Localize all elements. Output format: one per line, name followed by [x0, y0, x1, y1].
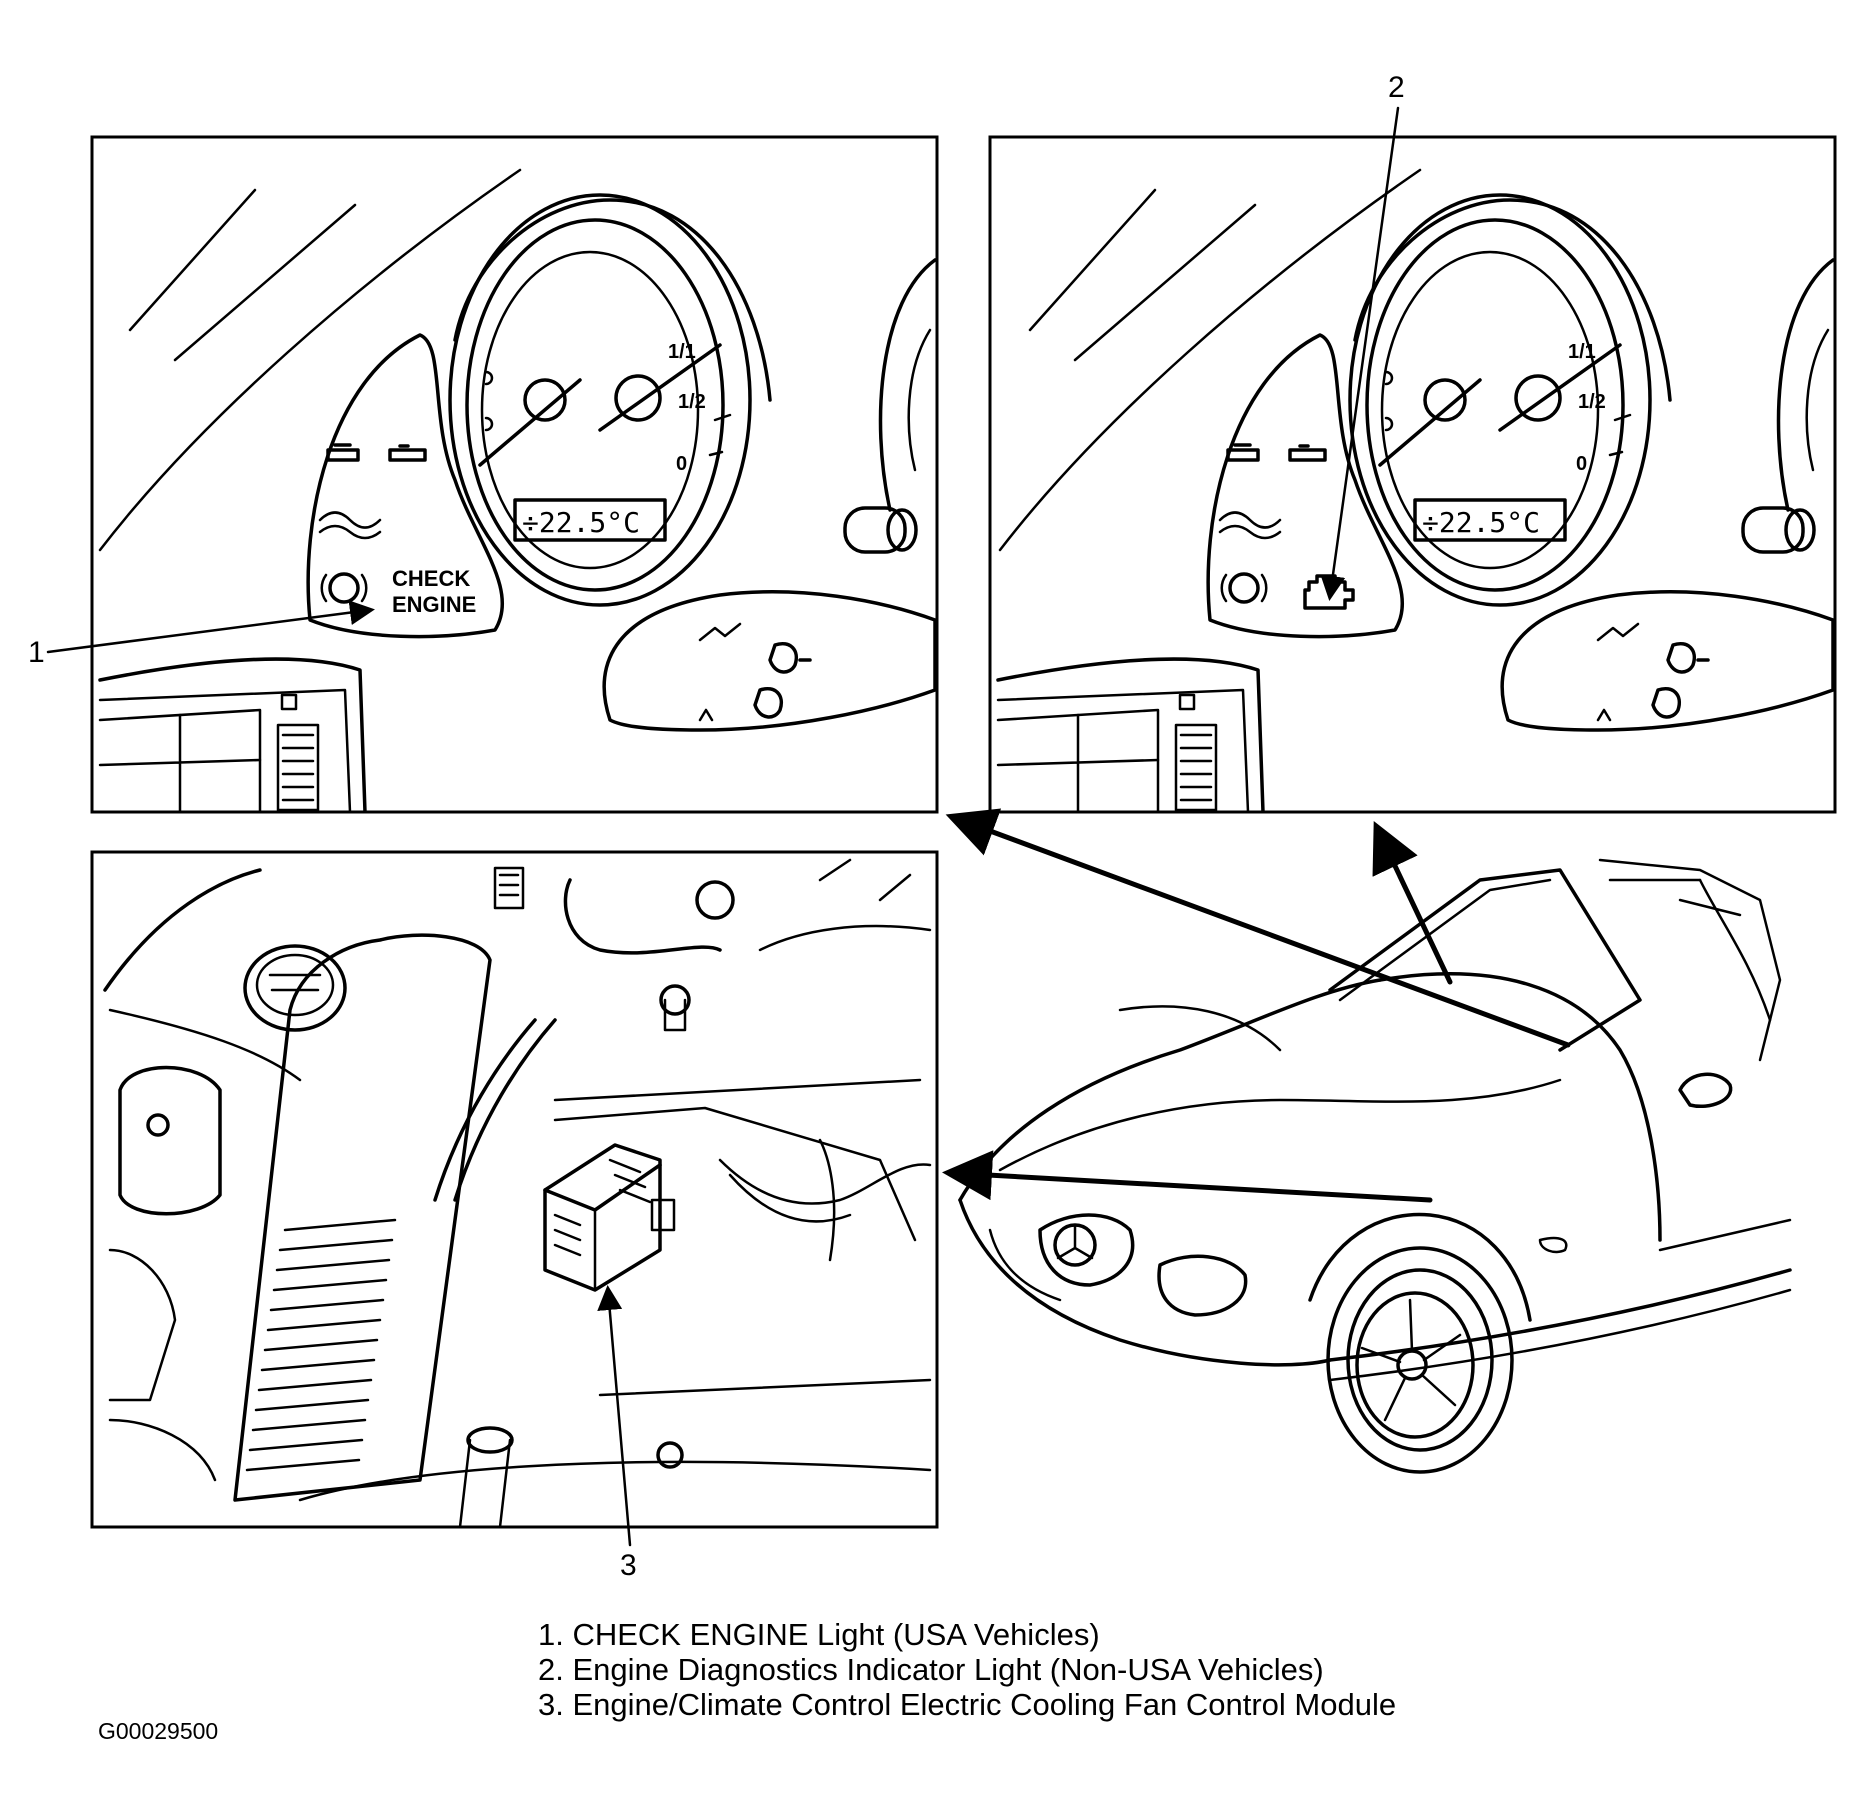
svg-text:3: 3 — [620, 1549, 637, 1582]
warning-lamp-icons — [1218, 443, 1327, 604]
legend-item-3: 3. Engine/Climate Control Electric Cooli… — [538, 1687, 1397, 1722]
svg-text:CHECK: CHECK — [392, 566, 470, 591]
warning-lamp-icons — [318, 443, 427, 604]
svg-text:÷22.5°C: ÷22.5°C — [522, 506, 640, 539]
figure-id: G00029500 — [98, 1718, 219, 1744]
svg-text:ENGINE: ENGINE — [392, 592, 476, 617]
svg-text:0: 0 — [1576, 453, 1587, 475]
legend: 1. CHECK ENGINE Light (USA Vehicles) 2. … — [538, 1617, 1396, 1722]
arrow-to-panel-1 — [945, 808, 1571, 1048]
check-engine-light: CHECK ENGINE — [392, 566, 476, 617]
arrow-to-panel-3 — [942, 1150, 1433, 1203]
svg-text:1: 1 — [28, 636, 45, 669]
legend-item-1: 1. CHECK ENGINE Light (USA Vehicles) — [538, 1617, 1100, 1652]
callout-3: 3 — [597, 1285, 637, 1582]
lcd-temperature-display: ÷22.5°C — [513, 498, 667, 542]
lcd-temperature-display: ÷22.5°C — [1413, 498, 1567, 542]
svg-text:1/1: 1/1 — [1568, 341, 1596, 363]
arrow-to-panel-2 — [1372, 820, 1453, 985]
panel-instrument-cluster-usa: CHECK ENGINE 1/1 1/2 0 ÷22.5°C — [90, 135, 939, 814]
legend-item-2: 2. Engine Diagnostics Indicator Light (N… — [538, 1652, 1324, 1687]
cooling-fan-control-module — [543, 1143, 676, 1292]
panel-instrument-cluster-non-usa: 1/1 1/2 0 ÷22.5°C — [988, 135, 1837, 814]
vehicle-illustration — [958, 858, 1792, 1474]
svg-text:2: 2 — [1388, 71, 1405, 104]
svg-text:0: 0 — [676, 453, 687, 475]
svg-text:1/2: 1/2 — [1578, 391, 1606, 413]
svg-text:1/2: 1/2 — [678, 391, 706, 413]
callout-1: 1 — [28, 600, 375, 669]
pointer-arrows — [942, 808, 1571, 1203]
panel-engine-compartment — [90, 850, 939, 1529]
svg-text:÷22.5°C: ÷22.5°C — [1422, 506, 1540, 539]
svg-text:1/1: 1/1 — [668, 341, 696, 363]
callout-2: 2 — [1320, 71, 1405, 601]
